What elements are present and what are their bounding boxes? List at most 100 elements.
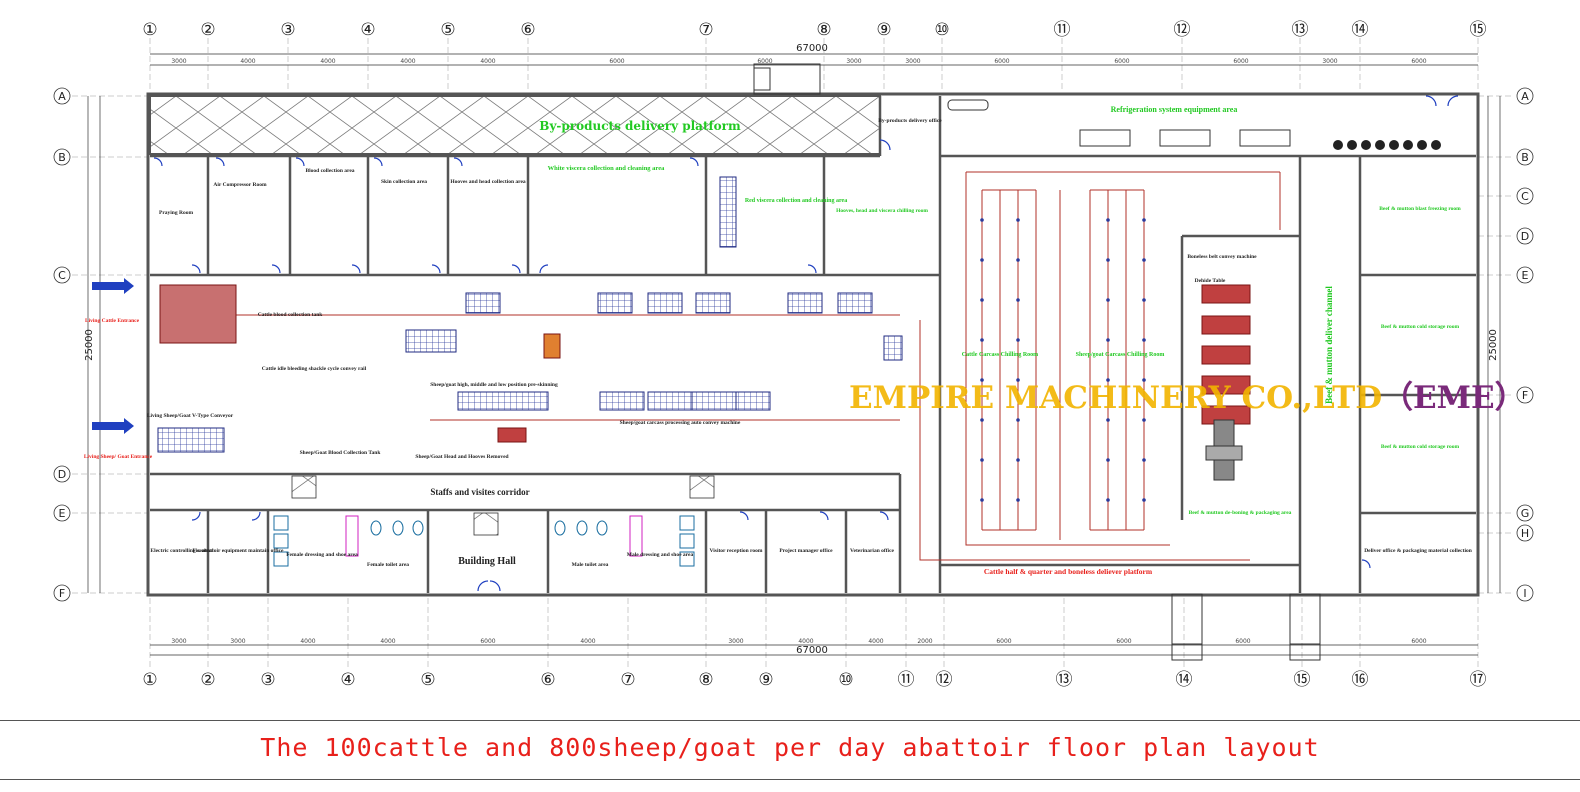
axis-right-B: B	[1521, 151, 1529, 164]
axis-top-1: ①	[142, 20, 157, 40]
axis-left-C: C	[58, 269, 66, 282]
label-deliver-channel: Beef & mutton deliver channel	[1324, 286, 1334, 404]
seg-bottom: 6000	[996, 638, 1011, 645]
byproducts-platform-hatch	[149, 95, 881, 155]
label-female-toilet: Female toilet area	[367, 562, 409, 568]
axis-bottom-8: ⑧	[698, 670, 713, 690]
seg-bottom: 3000	[728, 638, 743, 645]
axis-top-3: ③	[280, 20, 295, 40]
dim-total-top: 67000	[796, 43, 828, 54]
boneless-belt	[1205, 419, 1243, 481]
axis-right-F: F	[1522, 389, 1528, 402]
seg-bottom: 4000	[300, 638, 315, 645]
label-refrigeration: Refrigeration system equipment area	[1111, 105, 1238, 114]
axis-bottom-11: ⑪	[898, 670, 915, 690]
dimension-lines	[87, 53, 1501, 656]
axis-bottom-14: ⑭	[1176, 670, 1193, 690]
byproducts-platform-label: By-products delivery platform	[539, 119, 741, 133]
seg-top: 6000	[757, 58, 772, 65]
axis-top-8: ⑧	[816, 20, 831, 40]
axis-right-H: H	[1521, 527, 1529, 540]
label-hooves-head: Hooves and head collection area	[450, 179, 526, 185]
dim-total-left: 25000	[84, 329, 95, 361]
label-cattle-platform: Cattle half & quarter and boneless delie…	[984, 567, 1153, 576]
label-byproducts-office: By-products delivery office	[878, 118, 942, 124]
label-equipment-office: Fix abattoir equipment maintain office	[193, 548, 285, 554]
label-sheep-chilling: Sheep/goat Carcass Chilling Room	[1076, 352, 1165, 358]
dimension-text: 67000 67000 25000 25000	[84, 43, 1499, 656]
axis-right-D: D	[1521, 230, 1529, 243]
label-hooves-chilling: Hooves, head and viscera chilling room	[836, 208, 928, 214]
interior-walls	[150, 96, 1476, 593]
caption-bar: The 100cattle and 800sheep/goat per day …	[0, 720, 1580, 780]
label-deliver-office: Deliver office & packaging material coll…	[1364, 548, 1472, 554]
trucks-bottom	[1171, 593, 1321, 661]
axis-bottom-10: ⑩	[838, 670, 853, 690]
axis-bottom-15: ⑮	[1294, 670, 1311, 690]
doors	[153, 95, 1459, 592]
label-cattle-rail: Cattle idle bleeding shackle cycle conve…	[262, 366, 367, 372]
watermark-tag: （EME）	[1382, 380, 1526, 416]
plan-caption: The 100cattle and 800sheep/goat per day …	[260, 733, 1320, 762]
axis-right-I: I	[1523, 587, 1526, 600]
axis-bottom-3: ③	[260, 670, 275, 690]
seg-bottom: 6000	[1411, 638, 1426, 645]
seg-bottom: 6000	[1235, 638, 1250, 645]
axis-bottom-5: ⑤	[420, 670, 435, 690]
seg-bottom: 4000	[798, 638, 813, 645]
label-cattle-blood-tank: Cattle blood collection tank	[258, 312, 324, 318]
axis-right-A: A	[1521, 90, 1529, 103]
seg-top: 3000	[1322, 58, 1337, 65]
label-air-compressor: Air Compressor Room	[213, 182, 267, 188]
seg-top: 3000	[905, 58, 920, 65]
label-white-viscera: White viscera collection and cleaning ar…	[548, 165, 665, 172]
axis-top-15: ⑮	[1470, 20, 1487, 40]
axis-bottom-4: ④	[340, 670, 355, 690]
label-veterinarian: Veterinarian office	[850, 548, 894, 554]
label-deboning: Beef & mutton de-boning & packaging area	[1189, 510, 1292, 516]
processing-machines	[157, 176, 903, 453]
axis-bottom-9: ⑨	[758, 670, 773, 690]
seg-top: 3000	[846, 58, 861, 65]
top-axis-bubbles: ① ② ③ ④ ⑤ ⑥ ⑦ ⑧ ⑨ ⑩ ⑪ ⑫ ⑬ ⑭ ⑮	[142, 20, 1486, 40]
label-living-cattle: Living Cattle Entrance	[85, 318, 140, 324]
corridor-hatches	[291, 475, 715, 536]
label-project-manager: Project manager office	[779, 548, 833, 554]
axis-top-6: ⑥	[520, 20, 535, 40]
seg-top: 3000	[171, 58, 186, 65]
label-cattle-chilling: Cattle Carcass Chilling Room	[962, 352, 1038, 358]
axis-bottom-2: ②	[200, 670, 215, 690]
seg-bottom: 6000	[1116, 638, 1131, 645]
watermark-company: EMPIRE MACHINERY CO.,LTD	[849, 380, 1382, 416]
label-female-dressing: Female dressing and shoe area	[286, 552, 358, 558]
label-visitor: Visitor reception room	[710, 548, 763, 554]
floor-plan: ① ② ③ ④ ⑤ ⑥ ⑦ ⑧ ⑨ ⑩ ⑪ ⑫ ⑬ ⑭ ⑮ ① ② ③ ④ ⑤ …	[53, 20, 1534, 690]
axis-bottom-12: ⑫	[936, 670, 953, 690]
label-blood-collection: Blood collection area	[305, 168, 354, 174]
label-male-dressing: Male dressing and shoe area	[627, 552, 694, 558]
dark-red-equipment	[159, 284, 1251, 443]
label-male-toilet: Male toilet area	[572, 562, 609, 568]
refrigeration-coils	[1333, 140, 1441, 150]
axis-right-G: G	[1521, 507, 1530, 520]
seg-bottom: 6000	[480, 638, 495, 645]
rail-dots	[980, 218, 1146, 502]
axis-top-5: ⑤	[440, 20, 455, 40]
label-electric: Electric controlling central	[150, 548, 214, 554]
axis-top-10: ⑩	[934, 20, 949, 40]
seg-top: 4000	[480, 58, 495, 65]
label-cold-storage-1: Beef & mutton cold storage room	[1381, 324, 1460, 330]
axis-left-F: F	[59, 587, 65, 600]
axis-right-E: E	[1522, 269, 1529, 282]
dim-total-right: 25000	[1488, 329, 1499, 361]
axis-top-11: ⑪	[1054, 20, 1071, 40]
axis-top-2: ②	[200, 20, 215, 40]
label-quick-freezing: Beef & mutton blast freezing room	[1379, 206, 1461, 212]
label-sheep-blood-tank: Sheep/Goat Blood Collection Tank	[300, 450, 382, 456]
axis-top-4: ④	[360, 20, 375, 40]
seg-top: 4000	[240, 58, 255, 65]
label-building-hall: Building Hall	[458, 556, 516, 567]
seg-top: 6000	[609, 58, 624, 65]
seg-top: 6000	[1411, 58, 1426, 65]
axis-bottom-6: ⑥	[540, 670, 555, 690]
